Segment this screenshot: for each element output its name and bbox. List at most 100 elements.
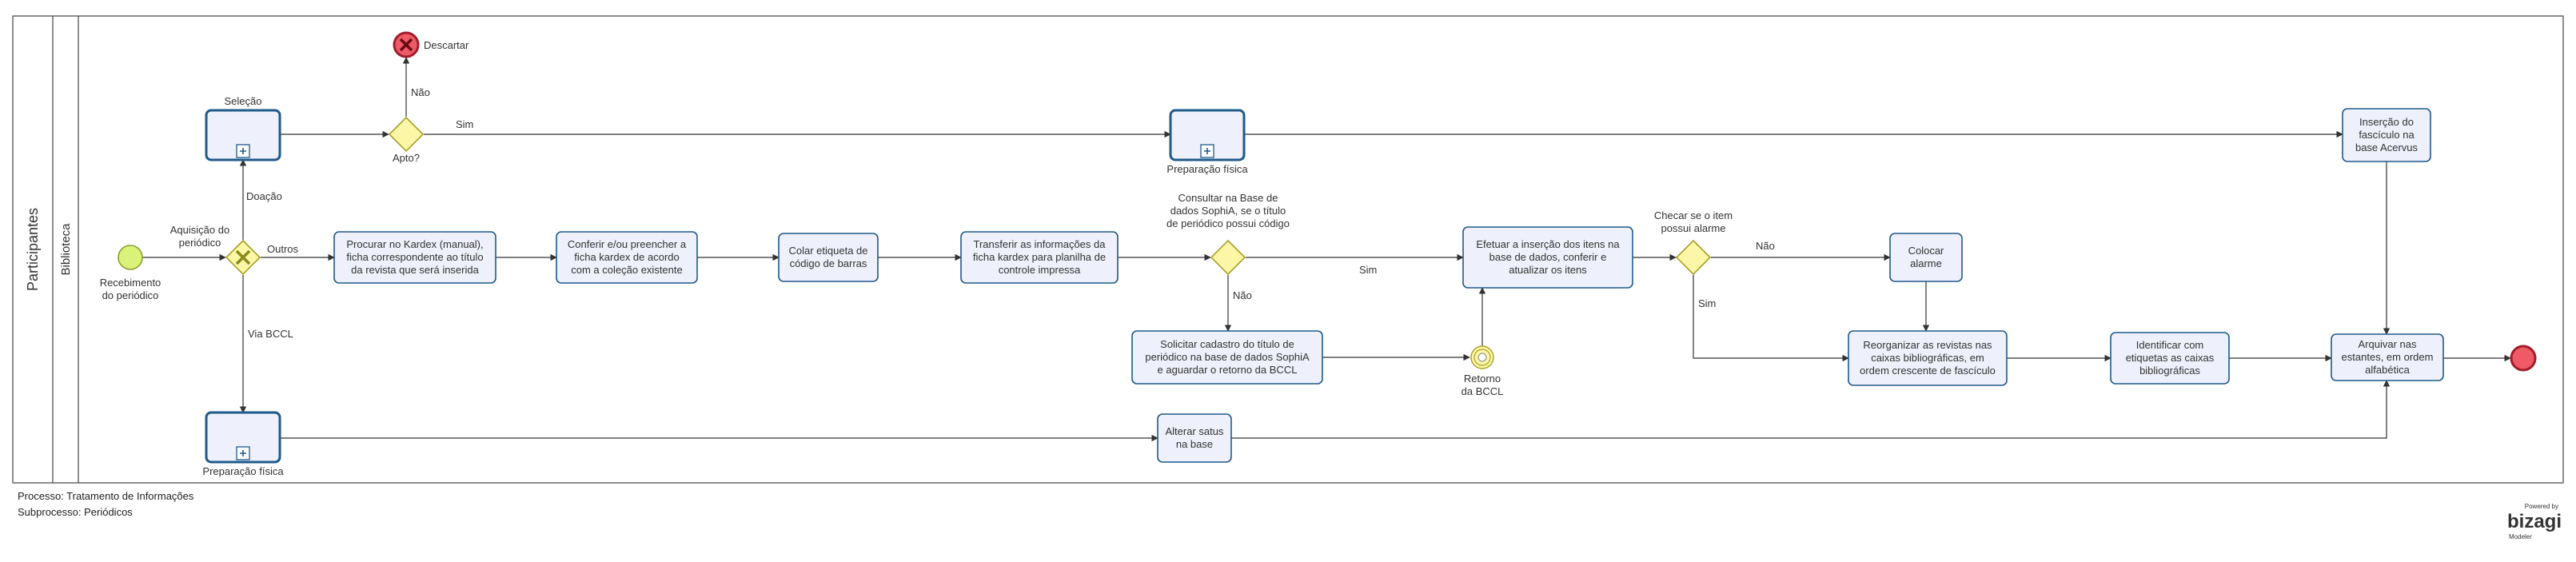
task-colar-label-line: código de barras: [790, 257, 867, 269]
pool-label: Participantes: [25, 208, 41, 291]
task-colocar-label-line: alarme: [1910, 257, 1942, 269]
discard-event-label-line: Descartar: [424, 39, 469, 51]
clock-icon: [1477, 353, 1487, 362]
nodes-layer: Procurar no Kardex (manual),ficha corres…: [100, 31, 2537, 477]
task-kardex-label-line: ficha correspondente ao título: [346, 251, 483, 263]
task-insercao-label-line: Inserção do: [2359, 116, 2414, 128]
task-solicitar[interactable]: Solicitar cadastro do título deperiódico…: [1131, 330, 1323, 385]
task-conferir-label-line: ficha kardex de acordo: [574, 251, 680, 263]
task-reorganizar-label-line: caixas bibliográficas, em: [1871, 352, 1984, 364]
task-shape: [1848, 330, 2008, 386]
start-event-label-line: do periódico: [102, 289, 159, 301]
end-event[interactable]: [2510, 345, 2537, 372]
task-shape: [1157, 413, 1232, 463]
task-efetuar-label-line: atualizar os itens: [1509, 264, 1587, 276]
task-insercao-label-line: fascículo na: [2359, 129, 2415, 141]
flows-layer: [142, 57, 2511, 442]
flow-label-sim-alarm: Sim: [1698, 297, 1716, 309]
task-kardex[interactable]: Procurar no Kardex (manual),ficha corres…: [333, 231, 496, 284]
gateway-sophia-label-line: Consultar na Base de: [1178, 192, 1278, 204]
task-solicitar-label-line: e aguardar o retorno da BCCL: [1158, 364, 1298, 376]
task-conferir-label-line: com a coleção existente: [571, 264, 682, 276]
task-identificar-label-line: Identificar com: [2136, 339, 2204, 351]
gateway-diamond: [388, 116, 425, 153]
task-conferir-label-line: Conferir e/ou preencher a: [568, 238, 687, 250]
task-efetuar-label-line: Efetuar a inserção dos itens na: [1476, 238, 1620, 250]
task-shape: [1131, 330, 1323, 385]
end-circle: [2510, 345, 2537, 372]
task-kardex-label-line: Procurar no Kardex (manual),: [346, 238, 483, 250]
flow-label-sim-apto: Sim: [456, 118, 473, 130]
task-insercao-label-line: base Acervus: [2355, 141, 2418, 153]
subprocess-prep2-label-line: Preparação física: [202, 465, 284, 477]
lane-label: Biblioteca: [59, 223, 73, 276]
task-colocar-label-line: Colocar: [1908, 245, 1944, 257]
flow-label-sim-sophia: Sim: [1359, 264, 1377, 276]
subprocess-prep1[interactable]: Preparação física: [1166, 109, 1248, 175]
flow-alarm-reorganizar: [1693, 275, 1849, 362]
exclusive-x-icon: [235, 249, 251, 265]
start-circle: [118, 245, 143, 270]
task-shape: [1889, 233, 1963, 282]
gateway-diamond: [1210, 239, 1246, 276]
flow-label-via-bccl: Via BCCL: [248, 328, 293, 340]
task-shape: [778, 233, 879, 282]
gateway-alarm-label-line: Checar se o item: [1654, 209, 1733, 221]
flow-label-nao-alarm: Não: [1756, 240, 1775, 252]
subprocess-selecao[interactable]: Seleção: [205, 95, 281, 161]
task-alterar-label-line: na base: [1176, 438, 1213, 450]
intermediate-event-label-line: da BCCL: [1461, 385, 1504, 397]
task-shape: [2110, 332, 2230, 385]
footer-subprocess: Subprocesso: Periódicos: [18, 506, 133, 518]
flow-label-nao-apto: Não: [411, 86, 430, 98]
intermediate-inner: [1473, 349, 1491, 366]
task-transferir-label-line: controle impressa: [999, 264, 1081, 276]
task-reorganizar-label-line: ordem crescente de fascículo: [1860, 365, 1996, 377]
task-arquivar-label-line: estantes, em ordem: [2342, 351, 2434, 363]
subprocess-prep2[interactable]: Preparação física: [202, 411, 284, 477]
gateway-sophia-label-line: dados SophiA, se o título: [1170, 205, 1286, 217]
task-shape: [556, 231, 698, 284]
task-shape: [2331, 333, 2444, 381]
subprocess-shape: [1169, 109, 1246, 161]
subprocess-shape: [205, 109, 281, 161]
task-identificar-label-line: bibliográficas: [2139, 365, 2200, 377]
task-identificar-label-line: etiquetas as caixas: [2126, 352, 2215, 364]
gateway-apto[interactable]: Apto?: [388, 116, 425, 164]
task-transferir-label-line: ficha kardex para planilha de: [973, 251, 1106, 263]
subprocess-selecao-label-line: Seleção: [225, 95, 262, 107]
intermediate-event-label-line: Retorno: [1464, 373, 1501, 385]
flow-label-doacao: Doação: [246, 190, 282, 202]
discard-event[interactable]: Descartar: [393, 31, 469, 58]
flow-label-outros: Outros: [267, 243, 299, 255]
task-alterar-label-line: Alterar satus: [1166, 425, 1224, 437]
start-event-label-line: Recebimento: [100, 277, 161, 289]
task-shape: [1462, 226, 1633, 289]
task-shape: [333, 231, 496, 284]
task-arquivar-label-line: alfabética: [2365, 364, 2410, 376]
task-solicitar-label-line: Solicitar cadastro do título de: [1160, 338, 1294, 350]
task-solicitar-label-line: periódico na base de dados SophiA: [1145, 351, 1310, 363]
logo-wordmark: bizagi: [2507, 511, 2562, 532]
task-kardex-label-line: da revista que será inserida: [351, 264, 479, 276]
gateway-apto-label-line: Apto?: [393, 152, 420, 164]
plus-glyph: [240, 148, 246, 154]
